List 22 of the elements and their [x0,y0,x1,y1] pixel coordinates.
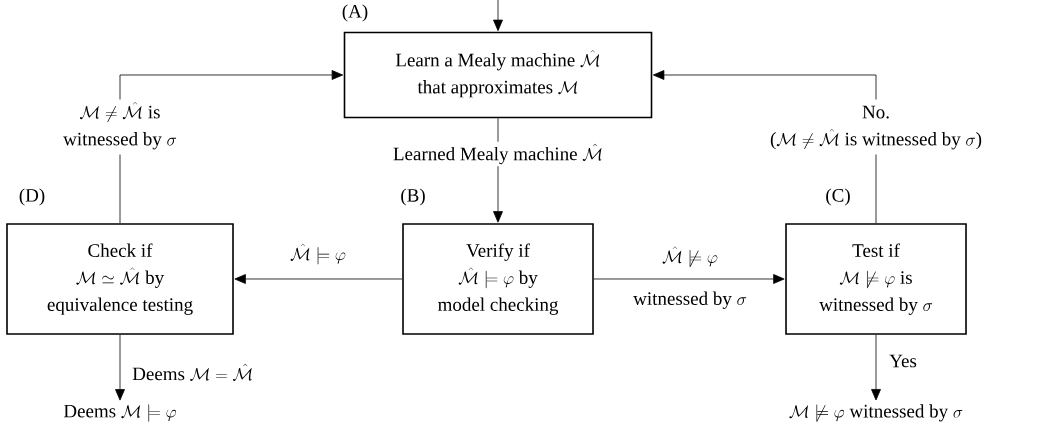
step-tag: (B) [401,188,425,206]
process-box: $\begin{gathered}\text{Test if}\\\mathcal{M}\not\models\varphi\text{ is}\\\text{witnessed by }\sigma\end{gathered}$ [785,223,967,335]
step-tag: (D) [19,188,45,206]
edge-label: $\text{Learned Mealy machine }\hat{\mathcal{M}}$ [390,141,606,167]
process-box: $\begin{gathered}\text{Verify if}\\\hat{\mathcal{M}}\models\varphi\text{ by}\\\text{model checking}\end{gathered}$ [402,223,594,335]
result-text: $\mathcal{M}\not\models\varphi\text{ witnessed by }\sigma$ [789,404,963,422]
step-tag: (C) [826,188,850,206]
process-box: $\begin{gathered}\text{Check if}\\\mathcal{M}\simeq\hat{\mathcal{M}}\text{ by}\\\text{equivalence testing}\end{gathered}$ [6,223,234,335]
arrow [871,334,881,401]
process-box: $\begin{gathered}\text{Learn a Mealy machine }\hat{\mathcal{M}}\\\text{that approximates }\mathcal{M}\end{gathered}$ [343,31,653,119]
edge-label: $\begin{gathered}\text{No.}\\\text{(}\mathcal{M}\neq\hat{\mathcal{M}}\text{ is witnessed by }\sigma\text{)}\end{gathered}$ [768,99,985,155]
edge-label: $\hat{\mathcal{M}}\models\varphi$ [290,243,346,265]
arrow [493,0,503,32]
edge-label: $\begin{gathered}\mathcal{M}\neq\hat{\mathcal{M}}\text{ is}\\\text{witnessed by }\sigma\end{gathered}$ [61,99,179,155]
edge-label: $\begin{gathered}\hat{\mathcal{M}}\not\models\varphi\\\text{witnessed by }\sigma\end{gathered}$ [633,246,747,309]
edge-label: Yes [889,354,917,368]
arrow [593,274,785,284]
arrow [115,334,125,401]
step-tag: (A) [342,4,368,22]
arrow [234,274,403,284]
result-text: $\text{Deems }\mathcal{M}\models\varphi$ [63,404,177,422]
edge-label: $\text{Deems }\mathcal{M}=\hat{\mathcal{M}}$ [132,363,252,381]
